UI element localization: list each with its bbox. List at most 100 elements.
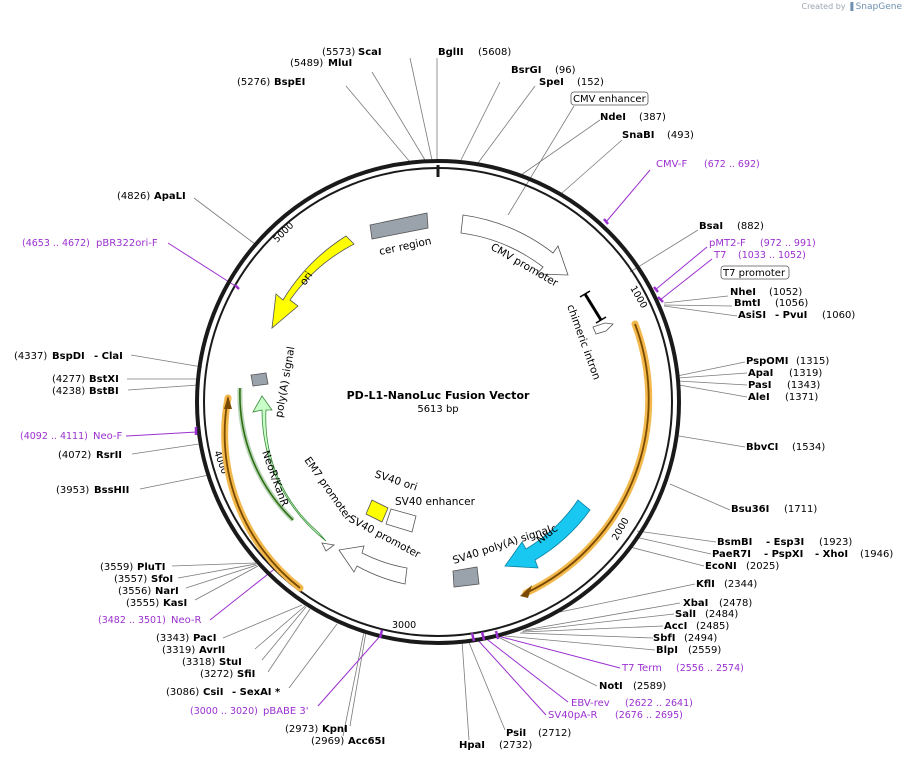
csii-pos: (3086) (166, 687, 199, 698)
bmti-name[interactable]: BmtI (734, 298, 761, 309)
bsrgi-pos: (96) (555, 65, 576, 76)
stui-name[interactable]: StuI (219, 657, 242, 668)
mlui-name[interactable]: MluI (328, 58, 352, 69)
sfoi-name[interactable]: SfoI (151, 574, 173, 585)
paer7i-pos: (1946) (860, 549, 893, 560)
kasi-name[interactable]: KasI (163, 598, 187, 609)
bspdi-pos: (4337) (14, 351, 47, 362)
apai-name[interactable]: ApaI (748, 368, 773, 379)
noti-name[interactable]: NotI (599, 681, 623, 692)
t7term-range: (2556 .. 2574) (676, 663, 744, 674)
ebvrev-range: (2622 .. 2641) (625, 698, 693, 709)
ndei-name[interactable]: NdeI (600, 112, 626, 123)
tick-3000: 3000 (392, 620, 416, 631)
paci-name[interactable]: PacI (193, 633, 216, 644)
polya-signal-label: poly(A) signal (273, 346, 297, 419)
t7term-name[interactable]: T7 Term (621, 663, 662, 674)
stui-pos: (3318) (182, 657, 215, 668)
scai-name[interactable]: ScaI (358, 47, 382, 58)
hpai-name[interactable]: HpaI (459, 740, 485, 751)
kfli-name[interactable]: KflI (696, 579, 715, 590)
bstxi-name[interactable]: BstXI (89, 374, 119, 385)
cer-region-feature[interactable] (369, 212, 429, 240)
t7-promoter-box[interactable] (720, 265, 790, 280)
sexai-name[interactable]: - SexAI * (232, 687, 281, 698)
pmt2f-name[interactable]: pMT2-F (709, 238, 746, 249)
pbabe3-name[interactable]: pBABE 3' (263, 706, 309, 717)
kpni-name[interactable]: KpnI (322, 724, 348, 735)
t7-primer-name[interactable]: T7 (713, 250, 726, 261)
sali-name[interactable]: SalI (675, 609, 696, 620)
sv40-enhancer-feature[interactable] (385, 508, 417, 533)
csii-name[interactable]: CsiI (203, 687, 223, 698)
neof-name[interactable]: Neo-F (93, 431, 123, 442)
nhei-name[interactable]: NheI (730, 287, 756, 298)
neor-range: (3482 .. 3501) (98, 615, 166, 626)
noti-pos: (2589) (633, 681, 666, 692)
scai-pos: (5573) (322, 47, 355, 58)
neor-name[interactable]: Neo-R (171, 615, 202, 626)
bspdi-name[interactable]: BspDI (52, 351, 85, 362)
polya-signal-feature[interactable] (250, 372, 269, 387)
sv40-polya-feature[interactable] (452, 566, 480, 588)
acc65i-name[interactable]: Acc65I (348, 736, 385, 747)
snabi-name[interactable]: SnaBI (622, 130, 654, 141)
primer-markers (194, 218, 664, 642)
bsu36i-name[interactable]: Bsu36I (731, 504, 769, 515)
acci-name[interactable]: AccI (664, 621, 687, 632)
em7-promoter-feature[interactable] (321, 542, 335, 552)
blpi-name[interactable]: BlpI (656, 645, 678, 656)
asisi-name[interactable]: AsiSI (738, 310, 766, 321)
pbr322-name[interactable]: pBR322ori-F (96, 238, 158, 249)
pspomi-name[interactable]: PspOMI (746, 356, 788, 367)
paer7i-name[interactable]: PaeR7I (712, 549, 751, 560)
pvui-name[interactable]: - PvuI (775, 310, 807, 321)
rsrii-pos: (4072) (58, 450, 91, 461)
pasi-name[interactable]: PasI (748, 380, 771, 391)
psii-name[interactable]: PsiI (506, 728, 526, 739)
ori-feature[interactable] (271, 235, 355, 329)
sv40-ori-feature[interactable] (365, 499, 389, 523)
asisi-pos: (1060) (822, 310, 855, 321)
avrii-name[interactable]: AvrII (199, 645, 225, 656)
esp3i-name[interactable]: - Esp3I (766, 537, 804, 548)
bsshii-pos: (3953) (56, 485, 89, 496)
clai-name[interactable]: - ClaI (94, 351, 123, 362)
pspxi-name[interactable]: - PspXI (764, 549, 803, 560)
cmvf-name[interactable]: CMV-F (656, 159, 687, 170)
bspei-name[interactable]: BspEI (274, 77, 305, 88)
cmv-enhancer-box[interactable] (570, 91, 649, 106)
cmv-promoter-feature[interactable] (460, 214, 569, 276)
bbvci-name[interactable]: BbvCI (746, 442, 778, 453)
nari-name[interactable]: NarI (155, 586, 179, 597)
bsai-name[interactable]: BsaI (699, 221, 723, 232)
xbai-name[interactable]: XbaI (683, 598, 708, 609)
bsshii-name[interactable]: BssHII (94, 485, 129, 496)
sfii-name[interactable]: SfiI (237, 669, 255, 680)
sali-pos: (2484) (705, 609, 738, 620)
bsrgi-name[interactable]: BsrGI (511, 65, 541, 76)
rsrii-name[interactable]: RsrII (96, 450, 122, 461)
ebvrev-name[interactable]: EBV-rev (571, 698, 610, 709)
bsmbi-name[interactable]: BsmBI (717, 537, 752, 548)
bglii-name[interactable]: BglII (438, 47, 464, 58)
nluc-feature[interactable] (504, 499, 591, 569)
bstbi-name[interactable]: BstBI (89, 386, 119, 397)
cmvf-range: (672 .. 692) (704, 159, 760, 170)
apali-name[interactable]: ApaLI (154, 191, 186, 202)
econi-name[interactable]: EcoNI (705, 561, 737, 572)
map-name: PD-L1-NanoLuc Fusion Vector (347, 389, 530, 402)
sbfi-name[interactable]: SbfI (653, 633, 675, 644)
neor-kanr-feature[interactable] (252, 395, 327, 542)
kasi-pos: (3555) (126, 598, 159, 609)
sv40par-name[interactable]: SV40pA-R (548, 710, 597, 721)
orf-left-glow[interactable] (221, 394, 304, 592)
pluti-name[interactable]: PluTI (137, 562, 165, 573)
sv40-promoter-feature[interactable] (338, 545, 408, 585)
alei-name[interactable]: AleI (748, 392, 770, 403)
intron-small-arrow[interactable] (592, 322, 614, 335)
xhoi-name[interactable]: - XhoI (815, 549, 848, 560)
spei-name[interactable]: SpeI (539, 77, 564, 88)
pmt2f-range: (972 .. 991) (760, 238, 816, 249)
backbone-outer-ring (195, 159, 681, 645)
